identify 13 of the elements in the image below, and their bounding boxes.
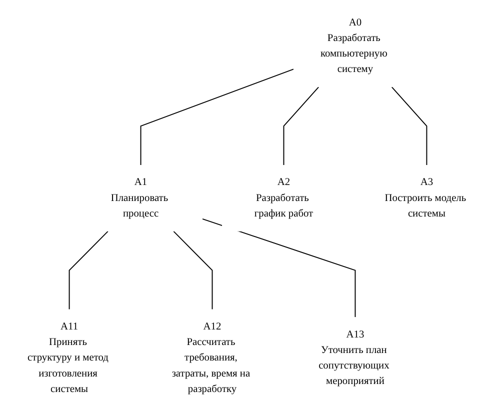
node-text: A1 Планировать процесс [110, 176, 168, 219]
connector [173, 230, 213, 310]
connector [202, 218, 356, 318]
connector [140, 68, 294, 166]
node-text: A13 Уточнить план сопутствующих мероприятий [318, 328, 390, 387]
connector [283, 86, 320, 166]
node-text: A3 Построить модель системы [384, 176, 466, 219]
node-text: A0 Разработать компьютерную систему [320, 16, 388, 75]
connector [391, 86, 428, 166]
connector [68, 230, 108, 310]
node-text: A2 Разработать график работ [254, 176, 314, 219]
node-text: A11 Принять структуру и метод изготовления системы [28, 321, 108, 394]
node-text: A12 Рассчитать требования, затраты, время на разработку [172, 321, 250, 394]
